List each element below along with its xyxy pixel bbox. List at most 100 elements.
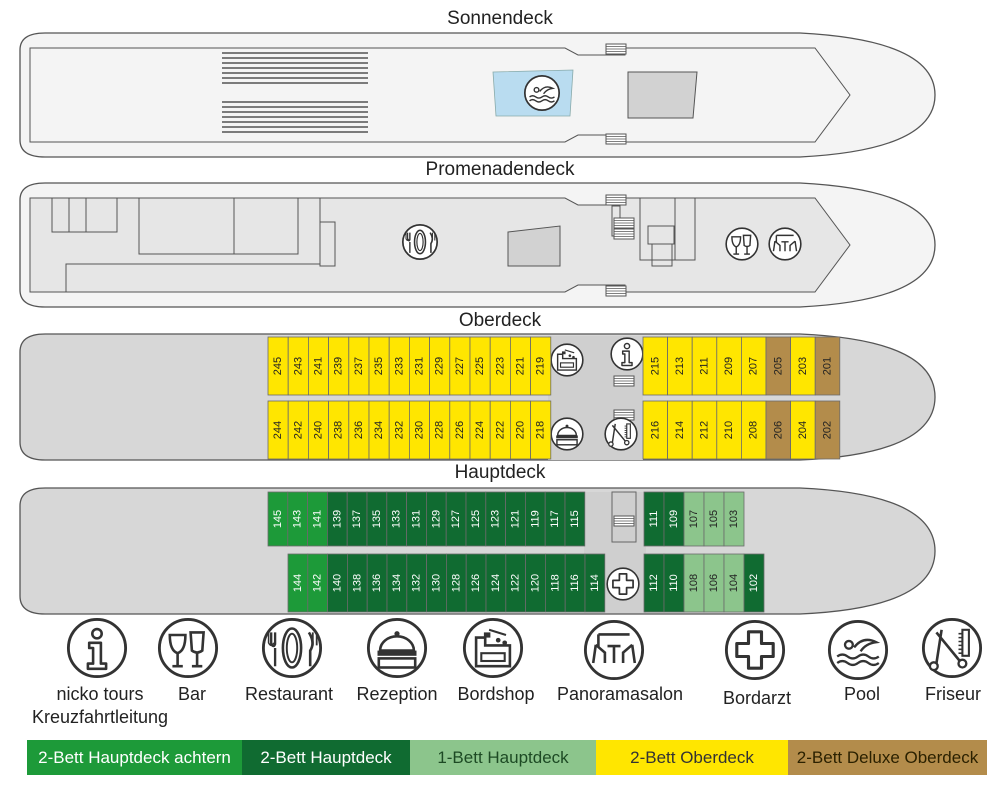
cabin-label-216: 216 bbox=[649, 421, 661, 439]
cabin-label-120: 120 bbox=[530, 574, 542, 592]
cabin-label-240: 240 bbox=[313, 421, 325, 439]
cabin-label-227: 227 bbox=[454, 357, 466, 375]
cabin-label-230: 230 bbox=[414, 421, 426, 439]
cabin-215 bbox=[642, 336, 669, 396]
cabin-label-129: 129 bbox=[430, 510, 442, 528]
hull-sonnendeck bbox=[19, 32, 936, 158]
cabin-label-202: 202 bbox=[822, 421, 834, 439]
cabin-label-121: 121 bbox=[510, 510, 522, 528]
cabin-label-209: 209 bbox=[723, 357, 735, 375]
cabin-label-234: 234 bbox=[373, 421, 385, 439]
cabin-label-138: 138 bbox=[351, 574, 363, 592]
hull-promenadendeck bbox=[19, 182, 936, 308]
bar-icon bbox=[157, 617, 219, 679]
cabin-label-105: 105 bbox=[708, 510, 720, 528]
cabin-label-244: 244 bbox=[272, 421, 284, 439]
cabin-label-118: 118 bbox=[549, 574, 561, 592]
legend-2bett-hauptdeck-achtern: 2-Bett Hauptdeck achtern bbox=[27, 740, 242, 775]
cabin-208 bbox=[741, 400, 767, 460]
cabin-label-132: 132 bbox=[411, 574, 423, 592]
shop-icon bbox=[462, 617, 524, 679]
cabin-213 bbox=[667, 336, 693, 396]
icon-label-restaurant: Restaurant bbox=[245, 684, 333, 704]
cabin-label-224: 224 bbox=[474, 421, 486, 439]
cabin-label-139: 139 bbox=[331, 510, 343, 528]
cabin-label-145: 145 bbox=[272, 510, 284, 528]
cabin-label-127: 127 bbox=[450, 510, 462, 528]
cabin-label-134: 134 bbox=[391, 574, 403, 592]
cabin-label-207: 207 bbox=[748, 357, 760, 375]
cabin-label-106: 106 bbox=[708, 574, 720, 592]
cabin-202 bbox=[814, 400, 841, 460]
cabin-label-112: 112 bbox=[648, 574, 660, 592]
cabin-label-111: 111 bbox=[648, 511, 660, 528]
cabin-label-231: 231 bbox=[414, 357, 426, 375]
cabin-label-122: 122 bbox=[510, 574, 522, 592]
cabin-label-137: 137 bbox=[351, 510, 363, 528]
cabin-label-124: 124 bbox=[490, 574, 502, 592]
cabin-label-116: 116 bbox=[569, 574, 581, 592]
cabin-label-221: 221 bbox=[515, 357, 527, 375]
cabin-212 bbox=[691, 400, 718, 460]
deck-title-promenadendeck: Promenadendeck bbox=[426, 159, 575, 180]
cabin-201 bbox=[814, 336, 841, 396]
deck-title-hauptdeck: Hauptdeck bbox=[455, 462, 546, 483]
panorama-icon bbox=[583, 619, 645, 681]
cabin-label-223: 223 bbox=[494, 357, 506, 375]
cabin-207 bbox=[741, 336, 767, 396]
cabin-label-119: 119 bbox=[529, 510, 541, 528]
cabin-label-245: 245 bbox=[272, 357, 284, 375]
category-legend: 2-Bett Hauptdeck achtern 2-Bett Hauptdec… bbox=[27, 740, 987, 775]
cabin-211 bbox=[691, 336, 718, 396]
icon-label-pool: Pool bbox=[844, 684, 880, 704]
cabin-label-242: 242 bbox=[292, 421, 304, 439]
cabin-label-135: 135 bbox=[371, 510, 383, 528]
cabin-219 bbox=[530, 336, 552, 396]
cabin-label-241: 241 bbox=[313, 357, 325, 375]
deck-title-oberdeck: Oberdeck bbox=[459, 310, 542, 331]
cabin-label-104: 104 bbox=[728, 574, 740, 592]
cabin-label-236: 236 bbox=[353, 421, 365, 439]
cabin-label-203: 203 bbox=[797, 357, 809, 375]
icon-label-info-2: Kreuzfahrtleitung bbox=[32, 707, 168, 727]
cabin-115 bbox=[564, 491, 586, 547]
cabin-label-225: 225 bbox=[474, 357, 486, 375]
cabin-label-128: 128 bbox=[450, 574, 462, 592]
cabin-label-229: 229 bbox=[434, 357, 446, 375]
restaurant-icon bbox=[261, 617, 323, 679]
cabin-label-215: 215 bbox=[649, 357, 661, 375]
reception-icon bbox=[366, 617, 428, 679]
cabin-label-213: 213 bbox=[674, 357, 686, 375]
icon-legend: nicko tours Kreuzfahrtleitung Bar Restau… bbox=[32, 617, 983, 727]
cabin-label-144: 144 bbox=[292, 574, 304, 592]
cabin-label-133: 133 bbox=[391, 510, 403, 528]
cabin-label-201: 201 bbox=[822, 357, 834, 375]
cabin-114 bbox=[584, 553, 606, 613]
cabin-label-235: 235 bbox=[373, 357, 385, 375]
cabin-label-108: 108 bbox=[688, 574, 700, 592]
cabin-216 bbox=[642, 400, 669, 460]
cabin-label-142: 142 bbox=[312, 574, 324, 592]
cabin-label-226: 226 bbox=[454, 421, 466, 439]
legend-2bett-hauptdeck: 2-Bett Hauptdeck bbox=[242, 740, 410, 775]
cabin-label-125: 125 bbox=[470, 510, 482, 528]
info-icon bbox=[66, 617, 128, 679]
cabin-label-238: 238 bbox=[333, 421, 345, 439]
cabin-218 bbox=[530, 400, 552, 460]
cabin-label-130: 130 bbox=[431, 574, 443, 592]
legend-1bett-hauptdeck: 1-Bett Hauptdeck bbox=[410, 740, 596, 775]
cabin-label-222: 222 bbox=[494, 421, 506, 439]
icon-label-panorama: Panoramasalon bbox=[557, 684, 683, 704]
deck-title-sonnendeck: Sonnendeck bbox=[447, 8, 553, 29]
cabin-label-214: 214 bbox=[674, 421, 686, 439]
cabin-label-117: 117 bbox=[549, 510, 561, 528]
cabin-label-115: 115 bbox=[569, 510, 581, 528]
icon-label-reception: Rezeption bbox=[356, 684, 437, 704]
cabin-206 bbox=[765, 400, 792, 460]
cabin-205 bbox=[765, 336, 792, 396]
pool-icon bbox=[827, 619, 889, 681]
cabin-label-219: 219 bbox=[535, 357, 547, 375]
cabin-label-228: 228 bbox=[434, 421, 446, 439]
icon-label-hairdresser: Friseur bbox=[925, 684, 981, 704]
